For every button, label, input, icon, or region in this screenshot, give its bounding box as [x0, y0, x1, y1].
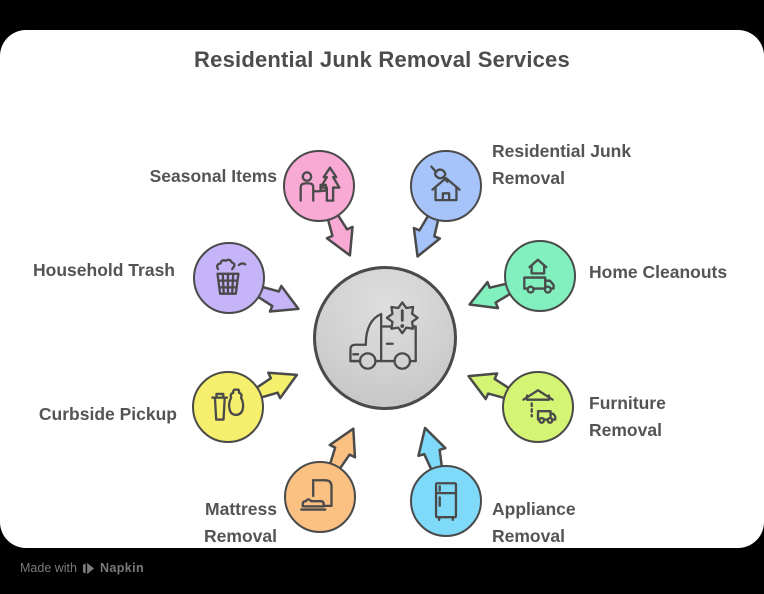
- node-home-cleanouts: [468, 240, 576, 312]
- node-circle: [502, 371, 574, 443]
- node-residential-junk-removal: [410, 150, 482, 258]
- node-circle: [410, 150, 482, 222]
- garage-truck-icon: [522, 389, 557, 424]
- node-circle: [504, 240, 576, 312]
- person-tree-icon: [299, 166, 341, 202]
- node-circle: [192, 371, 264, 443]
- junk-truck-alert-icon: [349, 301, 419, 370]
- label-curbside-pickup: Curbside Pickup: [38, 404, 177, 424]
- made-with-napkin-link[interactable]: Made with Napkin: [20, 561, 144, 575]
- made-with-text: Made with: [20, 561, 77, 575]
- hub-circle: [313, 266, 457, 410]
- house-truck-icon: [523, 258, 555, 294]
- refrigerator-icon: [434, 482, 458, 521]
- brush-house-icon: [430, 165, 461, 202]
- node-mattress-removal: [284, 427, 357, 533]
- label-home-cleanouts: Home Cleanouts: [589, 262, 728, 282]
- wastebasket-paper-icon: [216, 258, 247, 295]
- node-household-trash: [193, 242, 300, 314]
- page-title: Residential Junk Removal Services: [194, 47, 570, 72]
- node-circle: [193, 242, 265, 314]
- napkin-logo-icon: [82, 562, 95, 574]
- mattress-icon: [300, 479, 333, 511]
- node-seasonal-items: [283, 150, 355, 257]
- trash-can-bag-icon: [211, 388, 245, 421]
- node-circle: [284, 461, 356, 533]
- napkin-brand-text: Napkin: [99, 561, 145, 575]
- node-circle: [283, 150, 355, 222]
- label-seasonal-items: Seasonal Items: [149, 166, 277, 186]
- node-circle: [410, 465, 482, 537]
- node-curbside-pickup: [192, 371, 299, 443]
- node-appliance-removal: [410, 426, 482, 537]
- node-furniture-removal: [467, 371, 574, 443]
- label-household-trash: Household Trash: [33, 260, 175, 280]
